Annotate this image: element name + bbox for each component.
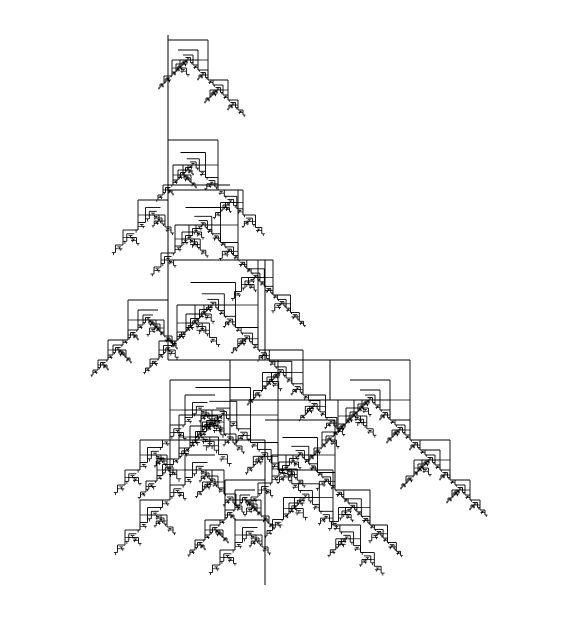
- fractal-tree-branches: [90, 39, 488, 576]
